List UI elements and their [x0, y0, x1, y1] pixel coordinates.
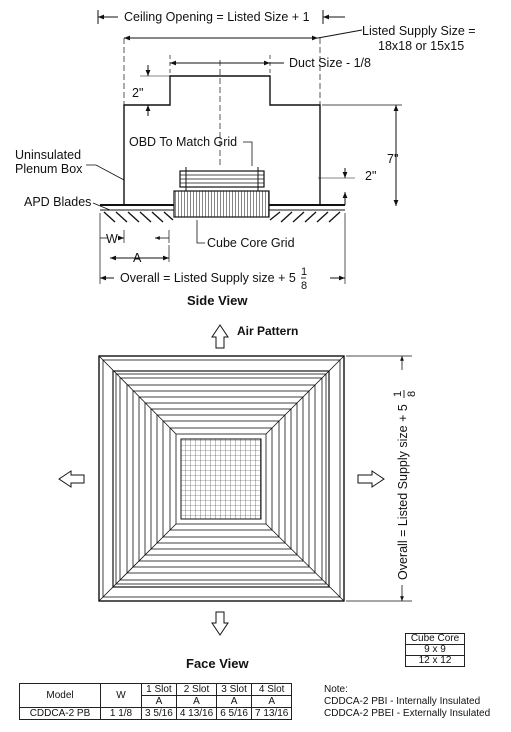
cube-core-size: 12 x 12	[405, 655, 465, 667]
model-cell: CDDCA-2 PB	[19, 707, 101, 720]
obd-label: OBD To Match Grid	[129, 135, 237, 149]
cube-core-grid-label: Cube Core Grid	[207, 236, 295, 250]
uninsulated-label-1: Uninsulated	[15, 148, 81, 162]
overall-frac-num: 1	[301, 266, 307, 278]
slot-subheader: A	[175, 695, 218, 708]
duct-size-label: Duct Size - 1/8	[289, 56, 371, 70]
dim-2in-top: 2"	[132, 86, 143, 100]
air-pattern-right-arrow-icon	[357, 470, 385, 488]
side-view	[86, 10, 402, 284]
face-frac-num: 1	[392, 391, 404, 397]
spec-table: Model W 1 Slot 2 Slot 3 Slot 4 Slot A A …	[19, 683, 293, 720]
listed-supply-label-2: 18x18 or 15x15	[378, 39, 464, 53]
dim-w-label: W	[106, 232, 118, 246]
slot-header: 3 Slot	[216, 683, 252, 696]
face-overall-dimension	[346, 355, 412, 602]
dim-7in: 7"	[387, 152, 398, 166]
face-frac-den: 8	[406, 391, 418, 397]
notes-line-2: CDDCA-2 PBEI - Externally Insulated	[324, 708, 491, 719]
face-view-title: Face View	[186, 656, 250, 671]
overall-frac-den: 8	[301, 280, 307, 292]
apd-blades-label: APD Blades	[24, 195, 91, 209]
slot-subheader: A	[216, 695, 252, 708]
a-cell: 7 13/16	[250, 707, 293, 720]
air-pattern-up-arrow-icon	[211, 324, 229, 349]
table-row: CDDCA-2 PB 1 1/8 3 5/16 4 13/16 6 5/16 7…	[19, 707, 293, 720]
col-w-header: W	[100, 683, 142, 708]
listed-supply-label-1: Listed Supply Size =	[362, 24, 476, 38]
cube-core-header: Cube Core	[405, 633, 465, 645]
air-pattern-left-arrow-icon	[58, 470, 85, 488]
overall-label: Overall = Listed Supply size + 5	[120, 271, 296, 285]
w-cell: 1 1/8	[100, 707, 142, 720]
slot-subheader: A	[250, 695, 293, 708]
air-pattern-down-arrow-icon	[211, 611, 229, 636]
uninsulated-label-2: Plenum Box	[15, 162, 83, 176]
a-cell: 4 13/16	[175, 707, 218, 720]
side-view-title: Side View	[187, 293, 248, 308]
notes-heading: Note:	[324, 684, 348, 695]
dim-a-label: A	[133, 251, 142, 265]
notes: Note: CDDCA-2 PBI - Internally Insulated…	[324, 684, 490, 720]
ceiling-opening-label: Ceiling Opening = Listed Size + 1	[124, 10, 310, 24]
a-cell: 3 5/16	[141, 707, 177, 720]
notes-line-1: CDDCA-2 PBI - Internally Insulated	[324, 696, 481, 707]
cube-core-size: 9 x 9	[405, 644, 465, 656]
col-model-header: Model	[19, 683, 101, 708]
face-view	[98, 355, 345, 602]
a-cell: 6 5/16	[216, 707, 252, 720]
dim-2in-side: 2"	[365, 169, 376, 183]
face-overall-label: Overall = Listed Supply size + 5	[396, 404, 410, 580]
cube-core-table: Cube Core 9 x 9 12 x 12	[405, 633, 465, 667]
slot-header: 1 Slot	[141, 683, 177, 696]
air-pattern-label: Air Pattern	[237, 324, 298, 338]
slot-header: 4 Slot	[250, 683, 293, 696]
slot-header: 2 Slot	[175, 683, 218, 696]
slot-subheader: A	[141, 695, 177, 708]
